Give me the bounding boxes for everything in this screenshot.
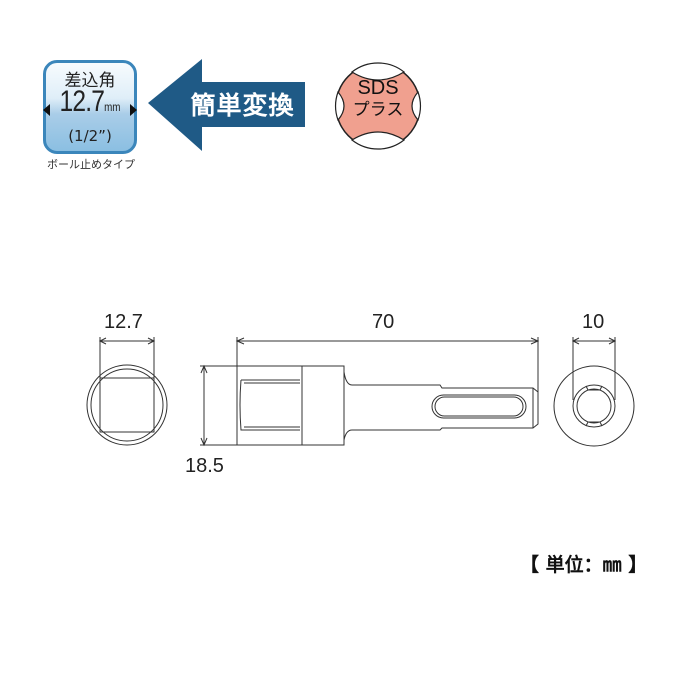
badge-size-unit: mm (104, 100, 121, 114)
end-view (553, 337, 635, 447)
side-view (200, 337, 540, 447)
arrow-right-icon (130, 104, 137, 116)
conversion-arrow-icon (148, 59, 305, 151)
dim-shank-diameter: 10 (582, 311, 605, 333)
sds-plus-logo-icon (334, 62, 422, 150)
dim-overall-length: 70 (372, 311, 395, 333)
arrow-left-icon (43, 104, 50, 116)
badge-title: 差込角 (64, 71, 116, 91)
sds-line2: プラス (352, 100, 404, 120)
front-view (86, 337, 168, 446)
unit-note: 【 単位：㎜ 】 (520, 554, 648, 576)
badge-size: 12.7mm (54, 85, 126, 119)
dim-body-diameter: 18.5 (185, 455, 224, 477)
sds-line1: SDS (357, 77, 399, 99)
drive-size-badge: 差込角 12.7mm (1/2”) (43, 60, 137, 154)
dim-drive-square: 12.7 (104, 311, 143, 333)
badge-size-value: 12.7 (59, 85, 105, 118)
badge-size-inch: (1/2”) (68, 127, 112, 145)
badge-caption: ボール止めタイプ (47, 158, 135, 171)
conversion-label: 簡単変換 (190, 91, 295, 120)
